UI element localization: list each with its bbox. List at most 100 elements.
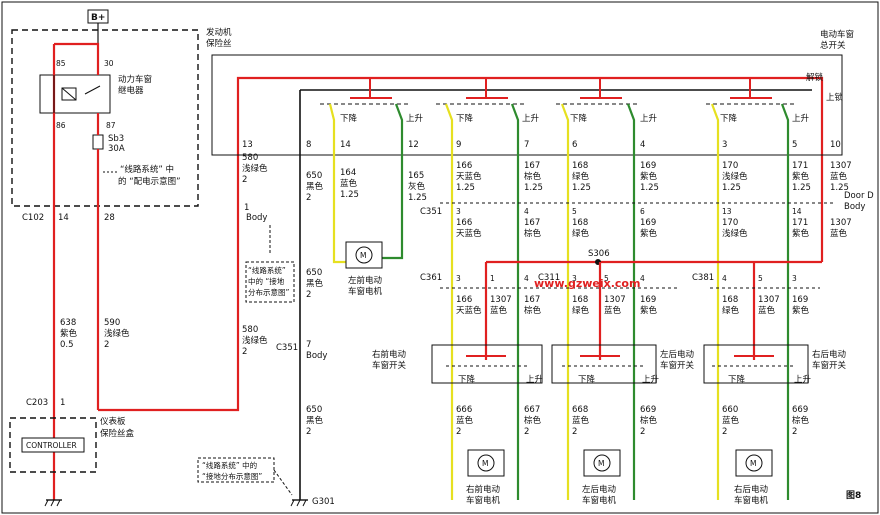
c381-pin5: 5 <box>758 274 763 283</box>
green-wire-167 <box>510 103 520 500</box>
pin-9: 9 <box>456 140 461 150</box>
c361-pin3: 3 <box>456 274 461 283</box>
w1307c-color: 蓝色 <box>490 305 508 316</box>
w167-size: 1.25 <box>524 183 543 193</box>
c351-label: C351 <box>420 207 442 217</box>
w171b-num: 171 <box>792 218 808 228</box>
w650-size: 2 <box>306 193 311 203</box>
w580b-color: 浅绿色 <box>242 335 268 346</box>
w170-size: 1.25 <box>722 183 741 193</box>
watermark: www.gzweix.com <box>534 277 640 290</box>
w167b-num: 167 <box>524 218 540 228</box>
rf-window-switch <box>431 344 543 384</box>
rr-switch-up: 上升 <box>794 374 812 385</box>
w168-num: 168 <box>572 161 588 171</box>
w166c-color: 天蓝色 <box>456 305 482 316</box>
w167c-color: 棕色 <box>524 305 542 316</box>
ip-fuse-line2: 保险丝盒 <box>100 428 135 439</box>
c351-pin13: 13 <box>722 207 732 216</box>
w164-color: 蓝色 <box>340 178 358 189</box>
w1307d-num: 1307 <box>604 295 626 305</box>
w638-size: 0.5 <box>60 340 74 350</box>
lr-switch-up: 上升 <box>642 374 660 385</box>
w667-num: 667 <box>524 405 540 415</box>
ref-ground2-line1: “线路系统” 中的 <box>202 460 257 470</box>
relay-pin-87: 87 <box>106 121 116 130</box>
w660-color: 蓝色 <box>722 415 740 426</box>
ref-ground2-line2: “接地分布示意图” <box>202 471 262 481</box>
c311-pin3: 3 <box>572 274 577 283</box>
w169-size: 1.25 <box>640 183 659 193</box>
pin-12: 12 <box>408 140 419 150</box>
w165-num: 165 <box>408 171 424 181</box>
c381-pin3: 3 <box>792 274 797 283</box>
relay-name-line1: 动力车窗 <box>118 74 152 85</box>
c351-left-label: C351 <box>276 343 298 353</box>
unlock-label: 解锁 <box>806 72 824 83</box>
w638-color: 紫色 <box>60 328 78 339</box>
w169c-num: 169 <box>640 295 656 305</box>
w669-size: 2 <box>640 427 645 437</box>
pin-13: 13 <box>242 140 253 150</box>
w169d-num: 169 <box>792 295 808 305</box>
w650b-num: 650 <box>306 268 322 278</box>
ref-power-line1: “线路系统” 中 <box>120 164 174 175</box>
lr-down-label-master: 下降 <box>570 113 588 124</box>
lr-motor-line2: 车窗电机 <box>582 495 617 506</box>
w650b-color: 黑色 <box>306 278 324 289</box>
w667-color: 棕色 <box>524 415 542 426</box>
lf-motor-line1: 左前电动 <box>348 275 383 286</box>
g301-label: G301 <box>312 497 335 507</box>
c311-pin4: 4 <box>640 274 645 283</box>
w171-size: 1.25 <box>792 183 811 193</box>
pin-4: 4 <box>640 140 645 150</box>
rr-motor <box>735 449 773 477</box>
pin-8: 8 <box>306 140 311 150</box>
c351-pin14: 14 <box>792 207 802 216</box>
w168d-num: 168 <box>722 295 738 305</box>
w650-num: 650 <box>306 171 322 181</box>
w166b-color: 天蓝色 <box>456 228 482 239</box>
relay-body <box>39 74 111 114</box>
w1307e-color: 蓝色 <box>758 305 776 316</box>
w650c-num: 650 <box>306 405 322 415</box>
w168d-color: 绿色 <box>722 305 740 316</box>
w170b-num: 170 <box>722 218 738 228</box>
c311-pin5: 5 <box>604 274 609 283</box>
w168b-num: 168 <box>572 218 588 228</box>
c361-label: C361 <box>420 273 442 283</box>
w666-color: 蓝色 <box>456 415 474 426</box>
relay-pin-85: 85 <box>56 59 66 68</box>
w1307-num: 1307 <box>830 161 852 171</box>
w1307-color: 蓝色 <box>830 171 848 182</box>
ref-ground-box <box>245 261 295 303</box>
c203-pin: 1 <box>60 398 65 408</box>
w169c-color: 紫色 <box>640 305 658 316</box>
door-body-line2: Body <box>844 202 865 212</box>
ref-power-line2: 的 “配电示意图” <box>118 176 181 187</box>
lr-switch-down: 下降 <box>578 374 596 385</box>
lr-up-label-master: 上升 <box>640 113 658 124</box>
w650c-color: 黑色 <box>306 415 324 426</box>
w167c-num: 167 <box>524 295 540 305</box>
rf-motor-m: M <box>482 459 488 468</box>
w650c-size: 2 <box>306 427 311 437</box>
w166-color: 天蓝色 <box>456 171 482 182</box>
green-wire-165 <box>378 103 404 260</box>
lr-motor-m: M <box>598 459 604 468</box>
w669b-size: 2 <box>792 427 797 437</box>
rf-switch-line2: 车窗开关 <box>372 360 407 371</box>
lf-motor-line2: 车窗电机 <box>348 286 383 297</box>
rr-motor-line1: 右后电动 <box>734 484 769 495</box>
rf-motor <box>467 449 505 477</box>
w167-num: 167 <box>524 161 540 171</box>
w669b-color: 棕色 <box>792 415 810 426</box>
rf-switch-up: 上升 <box>526 374 544 385</box>
w580-size: 2 <box>242 175 247 185</box>
yellow-wire-168 <box>560 103 570 500</box>
lf-motor-m: M <box>360 251 366 260</box>
fuse-sb3-rating: 30A <box>108 144 125 154</box>
red-wire-580 <box>98 76 824 412</box>
